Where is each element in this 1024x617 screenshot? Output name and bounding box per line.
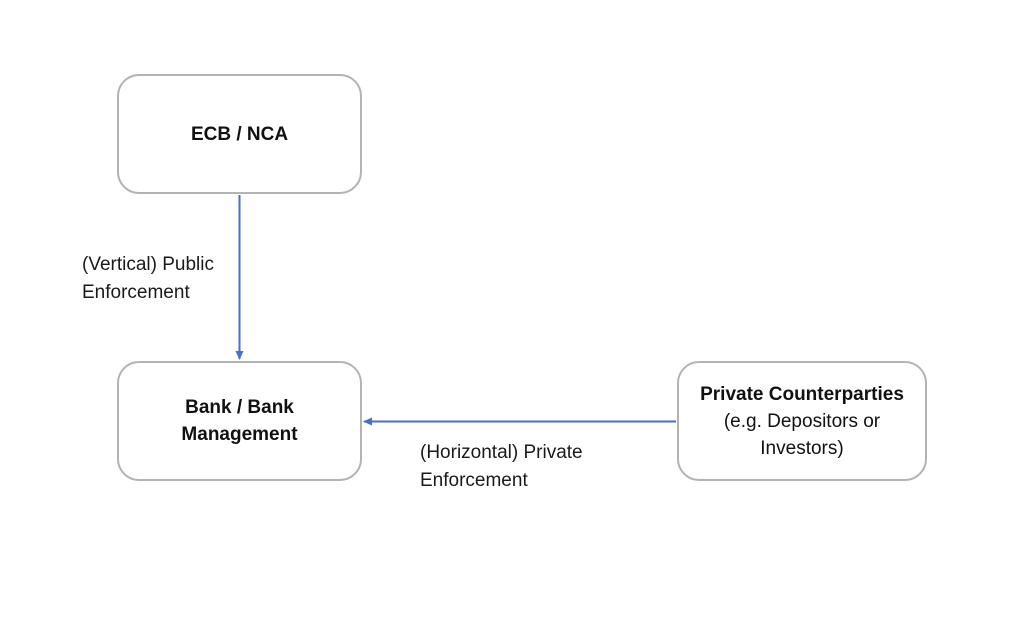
ecb-nca-title: ECB / NCA	[190, 123, 289, 145]
vertical-label-line1: (Vertical) Public	[82, 254, 214, 275]
bank-management-node: Bank / Bank Management	[117, 361, 362, 481]
private-counterparties-node: Private Counterparties (e.g. Depositors …	[677, 361, 927, 481]
private-counterparties-title: Private Counterparties	[700, 383, 904, 405]
vertical-enforcement-label: (Vertical) Public Enforcement	[82, 251, 214, 307]
horizontal-label-line1: (Horizontal) Private	[420, 442, 583, 463]
vertical-label-line2: Enforcement	[82, 282, 190, 303]
ecb-nca-node: ECB / NCA	[117, 74, 362, 194]
private-counterparties-subtitle-line2: Investors)	[760, 437, 844, 459]
horizontal-label-line2: Enforcement	[420, 470, 528, 491]
bank-title-line2: Management	[181, 424, 298, 445]
bank-title-line1: Bank / Bank	[185, 397, 294, 418]
horizontal-enforcement-label: (Horizontal) Private Enforcement	[420, 439, 583, 495]
private-counterparties-subtitle-line1: (e.g. Depositors or	[723, 410, 881, 432]
